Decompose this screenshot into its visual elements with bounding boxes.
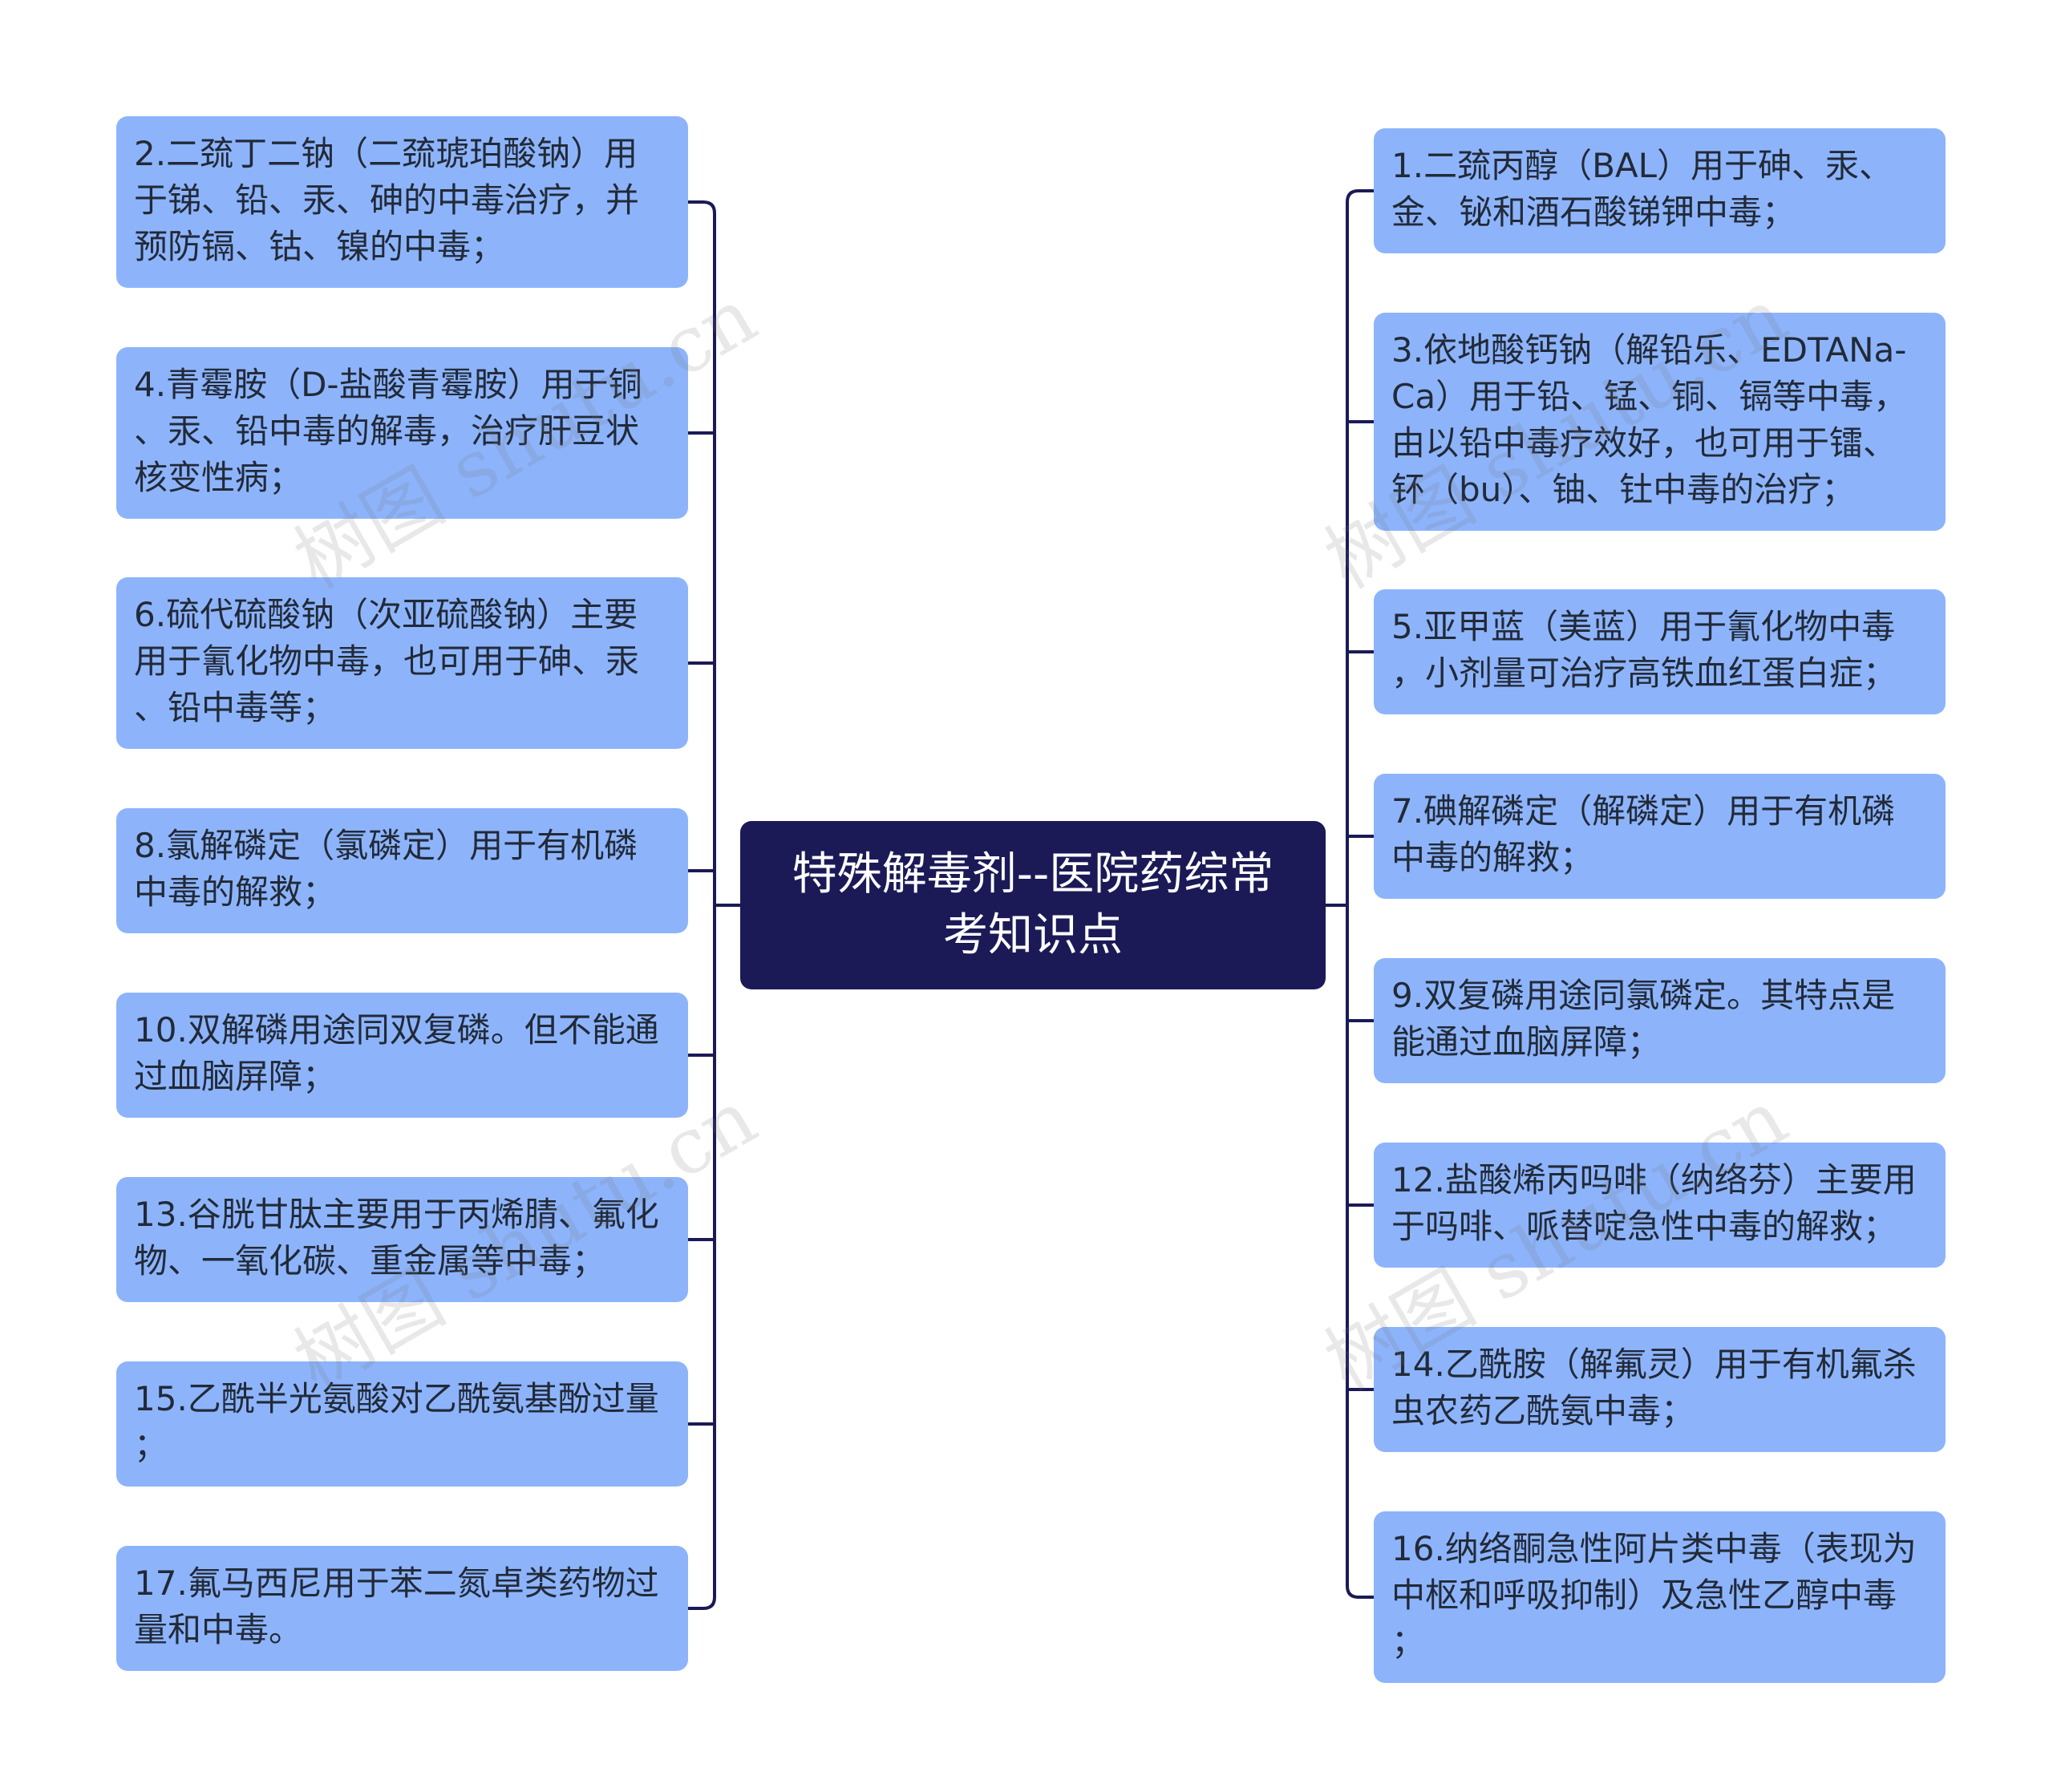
left-node-7[interactable]: 15.乙酰半光氨酸对乙酰氨基酚过量 ；: [116, 1361, 688, 1487]
left-branch-line-8: [688, 1596, 716, 1610]
right-node-2[interactable]: 3.依地酸钙钠（解铅乐、EDTANa- Ca）用于铅、锰、铜、镉等中毒， 由以铅…: [1374, 313, 1946, 531]
right-node-3[interactable]: 5.亚甲蓝（美蓝）用于氰化物中毒 ，小剂量可治疗高铁血红蛋白症；: [1374, 589, 1946, 714]
right-node-5[interactable]: 9.双复磷用途同氯磷定。其特点是 能通过血脑屏障；: [1374, 958, 1946, 1083]
right-node-7[interactable]: 14.乙酰胺（解氟灵）用于有机氟杀 虫农药乙酰氨中毒；: [1374, 1327, 1946, 1452]
central-topic[interactable]: 特殊解毒剂--医院药综常 考知识点: [740, 821, 1326, 989]
left-branch-line-1: [688, 200, 716, 214]
right-node-1[interactable]: 1.二巯丙醇（BAL）用于砷、汞、 金、铋和酒石酸锑钾中毒；: [1374, 128, 1946, 253]
left-node-2[interactable]: 4.青霉胺（D-盐酸青霉胺）用于铜 、汞、铅中毒的解毒，治疗肝豆状 核变性病；: [116, 347, 688, 519]
left-node-5[interactable]: 10.双解磷用途同双复磷。但不能通 过血脑屏障；: [116, 993, 688, 1118]
right-node-4[interactable]: 7.碘解磷定（解磷定）用于有机磷 中毒的解救；: [1374, 774, 1946, 899]
left-node-8[interactable]: 17.氟马西尼用于苯二氮卓类药物过 量和中毒。: [116, 1546, 688, 1671]
left-node-6[interactable]: 13.谷胱甘肽主要用于丙烯腈、氟化 物、一氧化碳、重金属等中毒；: [116, 1177, 688, 1302]
left-node-4[interactable]: 8.氯解磷定（氯磷定）用于有机磷 中毒的解救；: [116, 808, 688, 933]
right-node-6[interactable]: 12.盐酸烯丙吗啡（纳络芬）主要用 于吗啡、哌替啶急性中毒的解救；: [1374, 1143, 1946, 1268]
left-node-3[interactable]: 6.硫代硫酸钠（次亚硫酸钠）主要 用于氰化物中毒，也可用于砷、汞 、铅中毒等；: [116, 577, 688, 749]
right-node-8[interactable]: 16.纳络酮急性阿片类中毒（表现为 中枢和呼吸抑制）及急性乙醇中毒 ；: [1374, 1511, 1946, 1683]
right-branch-line-8: [1346, 1585, 1374, 1599]
right-branch-line-1: [1346, 189, 1374, 203]
left-node-1[interactable]: 2.二巯丁二钠（二巯琥珀酸钠）用 于锑、铅、汞、砷的中毒治疗，并 预防镉、钴、镍…: [116, 116, 688, 288]
